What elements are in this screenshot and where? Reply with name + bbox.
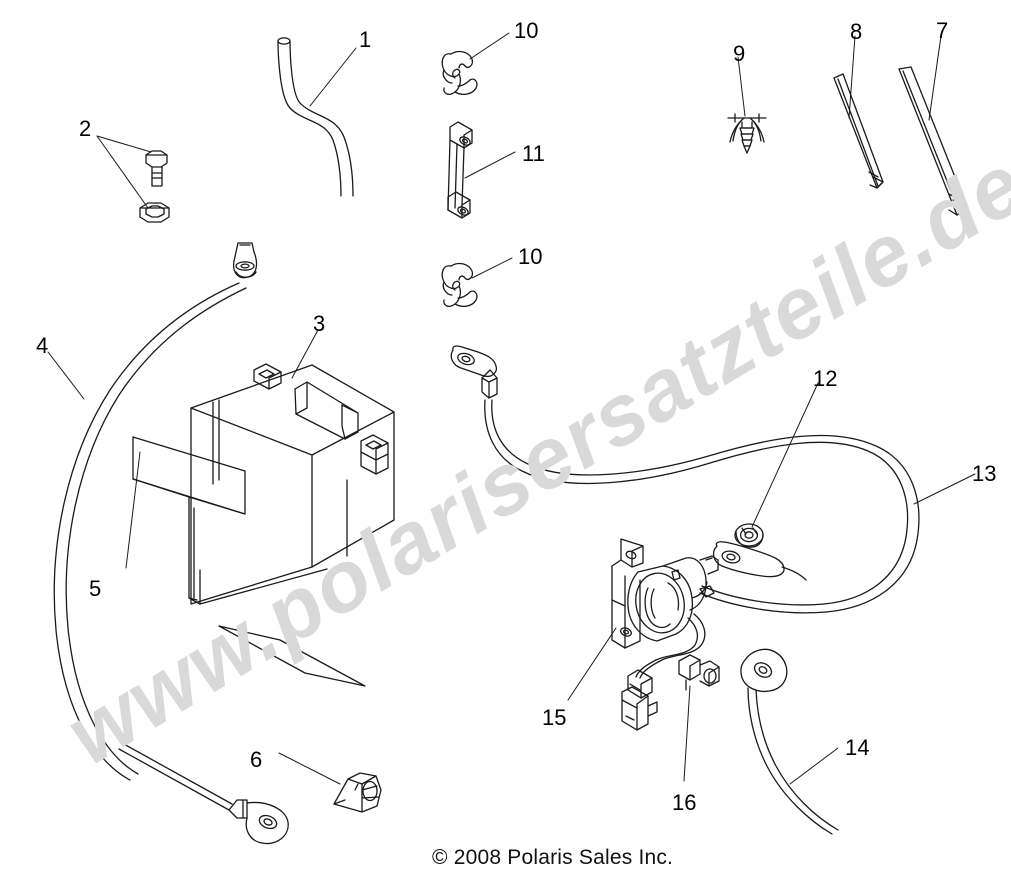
callout-10-lower[interactable]: 10 xyxy=(518,244,543,269)
callout-6[interactable]: 6 xyxy=(250,747,263,772)
part-christmas-tree-clip xyxy=(727,113,767,154)
leader-2b xyxy=(96,135,149,209)
part-negative-cable-lug xyxy=(118,742,289,845)
part-push-rivet xyxy=(333,772,382,813)
callout-1[interactable]: 1 xyxy=(359,27,372,52)
callout-5[interactable]: 5 xyxy=(89,576,102,601)
part-battery xyxy=(190,363,395,605)
leader-15 xyxy=(567,627,617,701)
leader-9 xyxy=(737,56,746,117)
leader-5 xyxy=(125,451,141,569)
callout-12[interactable]: 12 xyxy=(813,366,838,391)
copyright-notice: © 2008 Polaris Sales Inc. xyxy=(432,846,674,869)
leader-4 xyxy=(47,351,85,400)
part-battery-holder-plate xyxy=(132,436,328,605)
part-positive-cable-lug-right xyxy=(712,541,807,581)
callout-9[interactable]: 9 xyxy=(733,41,746,66)
part-short-strap xyxy=(833,73,884,189)
part-ground-cable xyxy=(740,648,839,835)
callout-8[interactable]: 8 xyxy=(850,19,863,44)
leader-10a xyxy=(469,32,510,60)
leader-1 xyxy=(309,47,357,107)
part-positive-cable-lug-left xyxy=(450,345,498,399)
leader-2a xyxy=(96,135,152,153)
leader-10b xyxy=(471,257,513,279)
callout-10-upper[interactable]: 10 xyxy=(514,18,539,43)
callout-14[interactable]: 14 xyxy=(845,735,870,760)
part-bolt xyxy=(145,150,168,187)
leader-11 xyxy=(464,151,516,179)
part-battery-base-plate xyxy=(218,625,366,687)
callout-3[interactable]: 3 xyxy=(313,311,326,336)
callout-4[interactable]: 4 xyxy=(36,333,49,358)
leader-16 xyxy=(683,685,691,782)
callout-2[interactable]: 2 xyxy=(79,116,92,141)
part-vent-tube xyxy=(277,37,354,197)
leader-12 xyxy=(751,382,819,528)
part-negative-cable-terminal xyxy=(232,242,258,279)
part-terminal-boot xyxy=(678,654,720,691)
part-terminal-nut xyxy=(734,523,764,548)
callout-11[interactable]: 11 xyxy=(522,141,545,166)
part-c-clip-lower xyxy=(441,262,478,307)
part-negative-cable xyxy=(53,282,247,781)
leader-6 xyxy=(278,752,341,785)
part-c-clip-upper xyxy=(441,50,478,95)
leader-3 xyxy=(291,329,319,379)
part-long-strap xyxy=(898,66,968,216)
callout-13[interactable]: 13 xyxy=(972,461,997,486)
part-starter-solenoid xyxy=(611,538,719,731)
callout-16[interactable]: 16 xyxy=(672,790,697,815)
leader-8 xyxy=(848,35,856,119)
callout-15[interactable]: 15 xyxy=(542,705,567,730)
leader-13 xyxy=(913,473,976,505)
part-nut xyxy=(139,202,170,223)
leader-14 xyxy=(789,747,839,785)
part-positive-cable xyxy=(484,399,920,614)
leader-7 xyxy=(928,35,942,121)
part-link-bracket xyxy=(447,121,473,219)
callout-7[interactable]: 7 xyxy=(936,18,949,43)
